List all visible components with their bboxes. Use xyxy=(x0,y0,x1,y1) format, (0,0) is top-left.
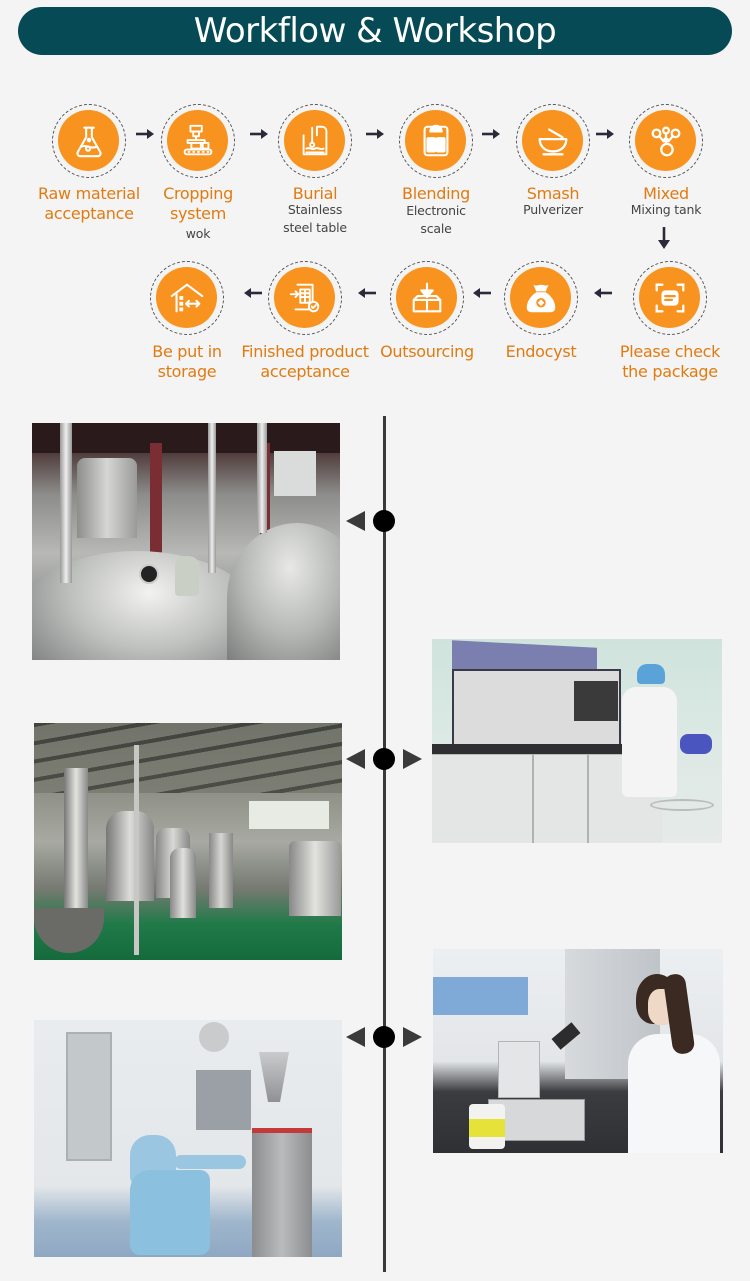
arrow-right-icon xyxy=(250,129,268,139)
step-sublabel: Stainless xyxy=(287,202,343,217)
step-label-line2: storage xyxy=(157,362,217,381)
step-label-line2: the package xyxy=(622,362,718,381)
workflow-step-mixed: Mixed Mixing tank xyxy=(596,104,736,244)
step-label: Outsourcing xyxy=(380,342,474,361)
triangle-left-icon xyxy=(346,749,365,769)
checklist-icon xyxy=(274,267,335,328)
arrow-left-icon xyxy=(473,288,491,298)
step-ring xyxy=(504,261,578,335)
triangle-left-icon xyxy=(346,1027,365,1047)
step-label-line2: acceptance xyxy=(44,204,134,223)
step-label: Please check xyxy=(619,342,721,361)
step-ring xyxy=(150,261,224,335)
timeline-dot xyxy=(373,1026,395,1048)
step-sublabel: Pulverizer xyxy=(523,202,583,217)
workflow-step-check-package: Please check the package xyxy=(600,261,740,391)
step-label: Mixed xyxy=(643,184,689,203)
workflow-step-outsourcing: Outsourcing xyxy=(357,261,497,391)
flask-icon xyxy=(58,110,119,171)
step-ring xyxy=(399,104,473,178)
step-label: Be put in xyxy=(152,342,222,361)
step-label-line2: acceptance xyxy=(260,362,350,381)
workflow-step-finished-product: Finished product acceptance xyxy=(235,261,375,391)
arrow-left-icon xyxy=(358,288,376,298)
arrow-left-icon xyxy=(594,288,612,298)
title-banner: Workflow & Workshop xyxy=(18,7,732,55)
mortar-pestle-icon xyxy=(522,110,583,171)
photo-lab-analyzer xyxy=(432,639,722,843)
step-ring xyxy=(52,104,126,178)
step-ring xyxy=(161,104,235,178)
arrow-right-icon xyxy=(136,129,154,139)
conveyor-machine-icon xyxy=(167,110,228,171)
step-sublabel: wok xyxy=(185,226,211,241)
workflow-step-storage: Be put in storage xyxy=(117,261,257,391)
arrow-right-icon xyxy=(482,129,500,139)
workflow-step-raw-material: Raw material acceptance xyxy=(19,104,159,244)
triangle-right-icon xyxy=(403,749,422,769)
arrow-right-icon xyxy=(366,129,384,139)
photo-evaporation-workshop xyxy=(34,723,342,960)
step-sublabel: Electronic xyxy=(406,203,466,218)
step-ring xyxy=(633,261,707,335)
step-ring xyxy=(390,261,464,335)
step-ring xyxy=(268,261,342,335)
scale-icon xyxy=(405,110,466,171)
workflow-step-burial: Burial Stainless steel table xyxy=(245,104,385,244)
page-title: Workflow & Workshop xyxy=(193,11,557,51)
timeline-dot xyxy=(373,748,395,770)
photo-extraction-tanks xyxy=(32,423,340,660)
workflow-step-smash: Smash Pulverizer xyxy=(483,104,623,244)
step-ring xyxy=(629,104,703,178)
workflow-step-blending: Blending Electronic scale xyxy=(366,104,506,244)
step-label: Endocyst xyxy=(505,342,577,361)
molecule-icon xyxy=(635,110,696,171)
money-bag-icon xyxy=(510,267,571,328)
step-label: Burial xyxy=(292,184,338,203)
arrow-left-icon xyxy=(244,288,262,298)
tank-stir-icon xyxy=(284,110,345,171)
timeline-line xyxy=(383,416,386,1272)
warehouse-icon xyxy=(156,267,217,328)
photo-packaging-clean-room xyxy=(34,1020,342,1257)
timeline-dot xyxy=(373,510,395,532)
step-label-line2: system xyxy=(169,204,227,223)
step-ring xyxy=(278,104,352,178)
step-label: Raw material xyxy=(38,184,140,203)
workflow-step-endocyst: Endocyst xyxy=(471,261,611,391)
step-label: Blending xyxy=(402,184,470,203)
step-sublabel-line2: steel table xyxy=(283,220,347,235)
triangle-right-icon xyxy=(403,1027,422,1047)
arrow-right-icon xyxy=(596,129,614,139)
step-label: Smash xyxy=(526,184,580,203)
step-ring xyxy=(516,104,590,178)
box-down-icon xyxy=(396,267,457,328)
step-label: Cropping xyxy=(163,184,233,203)
step-label: Finished product xyxy=(241,342,369,361)
arrow-down-icon xyxy=(658,227,670,249)
triangle-left-icon xyxy=(346,511,365,531)
step-sublabel: Mixing tank xyxy=(630,202,702,217)
workflow-step-cropping-system: Cropping system wok xyxy=(128,104,268,244)
photo-lab-microscope xyxy=(433,949,723,1153)
step-sublabel-line2: scale xyxy=(420,221,452,236)
scan-frame-icon xyxy=(639,267,700,328)
